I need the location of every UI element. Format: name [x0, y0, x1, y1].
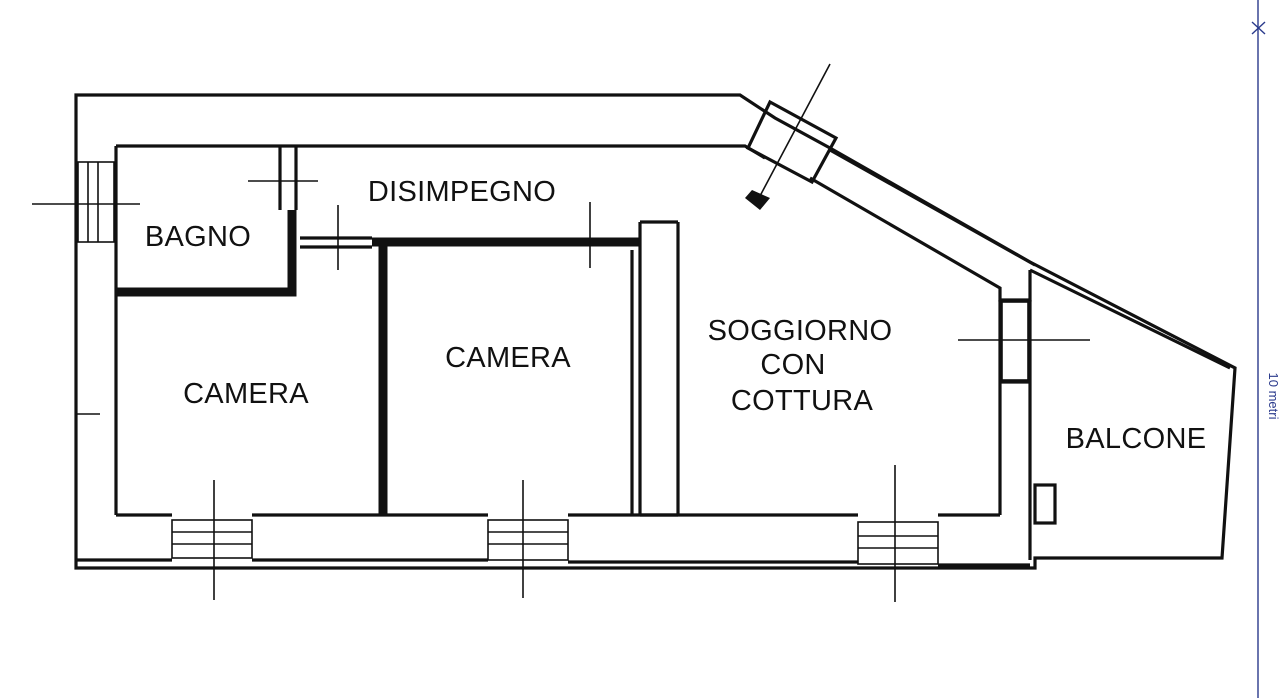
disimpegno-door-jamb: [300, 236, 372, 249]
balcone-pillar: [1033, 483, 1057, 525]
interior-walls: [116, 146, 680, 517]
door-entrance: [745, 63, 839, 210]
room-labels: DISIMPEGNO BAGNO CAMERA CAMERA SOGGIORNO…: [145, 176, 1206, 455]
window-soggiorno: [857, 465, 939, 602]
balcone-railing: [1029, 268, 1231, 370]
label-soggiorno-line3: COTTURA: [731, 385, 874, 417]
window-camera-1: [171, 480, 253, 600]
label-camera-2: CAMERA: [445, 342, 571, 374]
window-left: [32, 161, 140, 243]
inner-wall-outline: [116, 144, 1032, 302]
window-camera-2: [487, 480, 569, 598]
soggiorno-right-wall: [998, 300, 1032, 560]
label-balcone: BALCONE: [1066, 423, 1207, 455]
bagno-right-wall-thin: [278, 146, 298, 210]
bagno-bottom-wall: [116, 210, 297, 297]
windows: [32, 63, 1090, 602]
door-balcone: [958, 301, 1090, 381]
outer-wall-outline: [74, 93, 1237, 570]
label-disimpegno: DISIMPEGNO: [368, 176, 556, 208]
scale-label: 10 metri: [1266, 373, 1280, 420]
scale-bar: 10 metri: [1251, 0, 1280, 698]
label-bagno: BAGNO: [145, 221, 251, 253]
soggiorno-left-wall: [638, 220, 680, 517]
diagonal-wall-inner: [829, 148, 1036, 267]
label-soggiorno-line2: CON: [760, 349, 825, 381]
bottom-wall-outer: [76, 558, 1030, 567]
label-camera-1: CAMERA: [183, 378, 309, 410]
outer-walls: [74, 93, 1237, 570]
label-soggiorno-line1: SOGGIORNO: [708, 315, 893, 347]
